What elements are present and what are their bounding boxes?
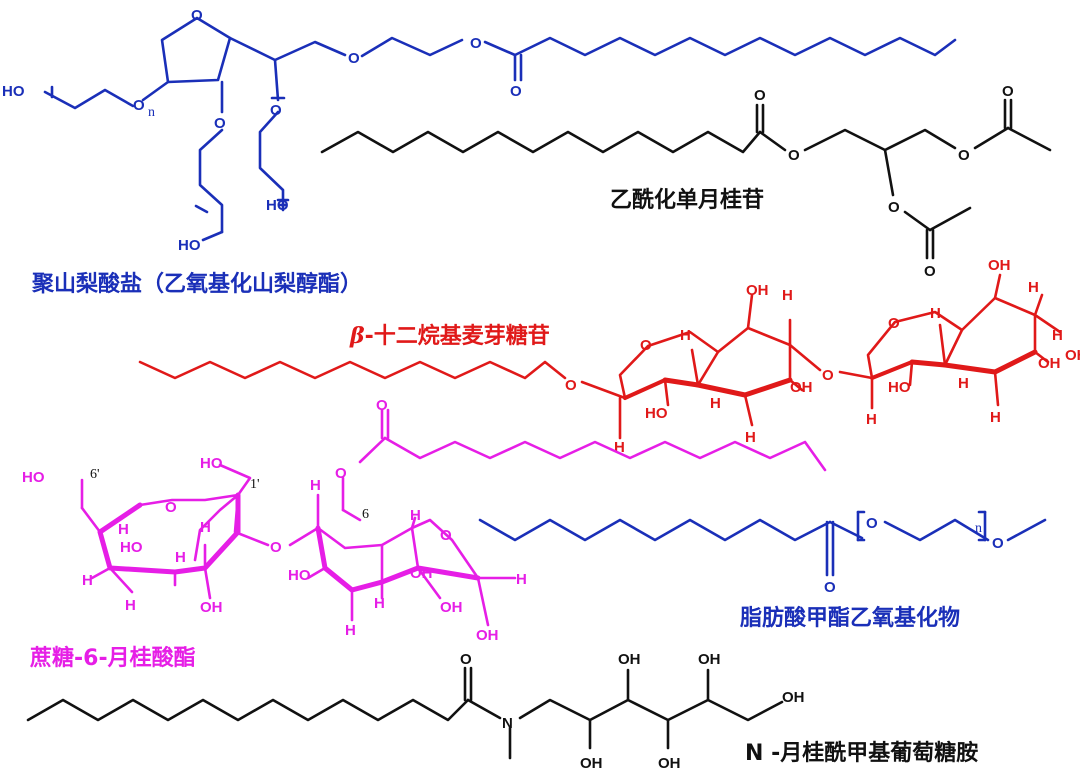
position-6-prime: 6': [90, 467, 100, 482]
n-label: N: [502, 715, 513, 732]
o-label: O: [510, 83, 522, 100]
beta-symbol: β: [350, 323, 365, 349]
o-label: O: [924, 263, 936, 280]
h-label: H: [614, 439, 625, 456]
oh-label: OH: [476, 627, 499, 644]
sucrose-laurate-structure: [80, 408, 827, 627]
o-label: O: [270, 102, 282, 119]
position-6: 6: [362, 507, 369, 522]
polysorbate-caption: 聚山梨酸盐（乙氧基化山梨醇酯）: [32, 272, 363, 297]
oh-label: OH: [580, 755, 603, 772]
h-label: H: [958, 375, 969, 392]
ho-label: HO: [120, 539, 143, 556]
h-label: H: [125, 597, 136, 614]
o-label: O: [460, 651, 472, 668]
h-label: H: [345, 622, 356, 639]
lauroyl-glucamide-structure: [26, 666, 784, 760]
h-label: H: [410, 507, 421, 524]
h-label: H: [516, 571, 527, 588]
acetylated-monolaurin-structure: [320, 98, 1052, 260]
o-label: O: [866, 515, 878, 532]
h-label: H: [745, 429, 756, 446]
h-label: H: [1028, 279, 1039, 296]
o-label: O: [824, 579, 836, 596]
oh-label: OH: [618, 651, 641, 668]
ho-label: HO: [200, 455, 223, 472]
fame-ethoxylate-atoms: O O n O: [824, 515, 1004, 596]
polysorbate-structure: [43, 16, 957, 242]
sucrose-laurate-caption: 蔗糖-6-月桂酸酯: [30, 646, 196, 671]
h-label: H: [310, 477, 321, 494]
acetylated-monolaurin-atoms: O O O O O O: [754, 83, 1014, 280]
o-label: O: [270, 539, 282, 556]
ho-label: HO: [178, 237, 201, 254]
h-label: H: [782, 287, 793, 304]
h-label: H: [175, 549, 186, 566]
oh-label: OH: [410, 565, 433, 582]
ho-label: HO: [2, 83, 25, 100]
acetylated-monolaurin-caption: 乙酰化单月桂苷: [610, 188, 765, 213]
ho-label: HO: [888, 379, 911, 396]
oh-label: OH: [200, 599, 223, 616]
n-label: n: [975, 521, 982, 536]
o-label: O: [335, 465, 347, 482]
o-label: O: [888, 315, 900, 332]
o-label: O: [1002, 83, 1014, 100]
oh-label: OH: [440, 599, 463, 616]
h-label: H: [680, 327, 691, 344]
o-label: O: [165, 499, 177, 516]
h-label: H: [710, 395, 721, 412]
n-label: n: [148, 105, 155, 120]
sucrose-laurate-atoms: O O 6 H H O HO H H OH OH OH H O HO 1' HO…: [22, 397, 527, 644]
oh-label: OH: [1038, 355, 1061, 372]
ho-label: HO: [266, 197, 289, 214]
oh-label: OH: [782, 689, 805, 706]
oh-label: OH: [658, 755, 681, 772]
oh-label: OH: [988, 257, 1011, 274]
oh-label: OH: [790, 379, 813, 396]
o-label: O: [888, 199, 900, 216]
h-label: H: [200, 519, 211, 536]
o-label: O: [992, 535, 1004, 552]
o-label: O: [348, 50, 360, 67]
oh-label: HO: [645, 405, 668, 422]
oh-label: OH: [1065, 347, 1080, 364]
h-label: H: [374, 595, 385, 612]
o-label: O: [565, 377, 577, 394]
fame-ethoxylate-structure: [478, 510, 1047, 577]
lauroyl-glucamide-caption: N -月桂酰甲基葡萄糖胺: [745, 741, 979, 766]
o-label: O: [822, 367, 834, 384]
o-label: O: [958, 147, 970, 164]
fame-ethoxylate-caption: 脂肪酸甲酯乙氧基化物: [740, 606, 961, 631]
position-1-prime: 1': [250, 477, 260, 492]
oh-label: OH: [746, 282, 769, 299]
h-label: H: [930, 305, 941, 322]
o-label: O: [376, 397, 388, 414]
h-label: H: [866, 411, 877, 428]
o-label: O: [788, 147, 800, 164]
oh-label: OH: [698, 651, 721, 668]
dodecyl-maltoside-caption: β-十二烷基麦芽糖苷: [350, 318, 550, 350]
dodecyl-maltoside-atoms: O O H HO H H H OH H OH O O H HO H H H OH…: [565, 257, 1080, 456]
o-label: O: [191, 7, 203, 24]
o-label: O: [133, 97, 145, 114]
ho-label: HO: [288, 567, 311, 584]
o-label: O: [640, 337, 652, 354]
o-label: O: [214, 115, 226, 132]
dodecyl-maltoside-structure: [138, 273, 1062, 440]
lauroyl-glucamide-atoms: O N OH OH OH OH OH: [460, 651, 805, 772]
o-label: O: [754, 87, 766, 104]
o-label: O: [440, 527, 452, 544]
o-label: O: [470, 35, 482, 52]
polysorbate-atoms: HO O n O O HO O HO O O O: [2, 7, 522, 254]
h-label: H: [118, 521, 129, 538]
h-label: H: [990, 409, 1001, 426]
h-label: H: [1052, 327, 1063, 344]
ho-label: HO: [22, 469, 45, 486]
dodecyl-maltoside-name: -十二烷基麦芽糖苷: [364, 324, 550, 349]
h-label: H: [82, 572, 93, 589]
